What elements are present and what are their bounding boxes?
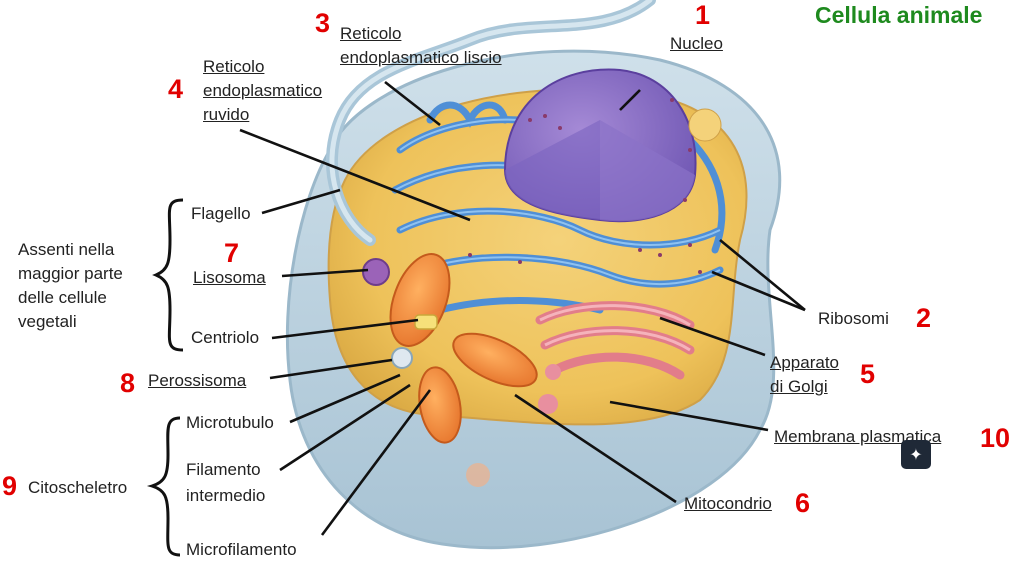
label-filamento-line: Filamento [186, 460, 261, 479]
group-label-line: vegetali [18, 312, 77, 331]
page-title: Cellula animale [815, 2, 983, 28]
label-centriolo: Centriolo [191, 328, 260, 347]
number-ribosomi: 2 [916, 303, 932, 333]
label-microtubulo: Microtubulo [186, 413, 274, 432]
mitochondrion [452, 332, 538, 388]
leader-lines [239, 80, 806, 536]
number-rel: 3 [315, 8, 331, 38]
brace-cytoskeleton [146, 416, 181, 557]
label-rel-line: Reticolo [340, 24, 402, 43]
number-nucleo: 1 [695, 0, 711, 30]
group-label-line: delle cellule [18, 288, 107, 307]
label-rel-line: endoplasmatico liscio [340, 48, 502, 67]
label-flagello: Flagello [191, 204, 251, 223]
label-lisosoma: Lisosoma [193, 268, 266, 287]
brace-absent [152, 198, 184, 352]
label-mitocondrio: Mitocondrio [684, 494, 772, 513]
number-membrana: 10 [980, 423, 1011, 453]
ribosomes [468, 98, 702, 274]
label-filamento-line: intermedio [186, 486, 266, 505]
group-label-line: Assenti nella [18, 240, 115, 259]
centriole [414, 314, 438, 330]
label-golgi-line: Apparato [770, 353, 839, 372]
label-rer-line: ruvido [203, 105, 250, 124]
number-lisosoma: 7 [224, 238, 240, 268]
mitochondrion [418, 366, 462, 444]
sparkle-icon[interactable]: ✦ [901, 440, 931, 469]
peroxisome [391, 347, 413, 369]
label-rer-line: Reticolo [203, 57, 265, 76]
lysosome [362, 258, 390, 286]
label-rer-line: endoplasmatico [203, 81, 323, 100]
label-citoscheletro: Citoscheletro [28, 478, 128, 497]
label-microfilamento: Microfilamento [186, 540, 297, 559]
label-perossisoma: Perossisoma [148, 371, 247, 390]
number-perossisoma: 8 [120, 368, 136, 398]
number-citoscheletro: 9 [2, 471, 18, 501]
number-mitocondrio: 6 [795, 488, 811, 518]
label-nucleo: Nucleo [670, 34, 723, 53]
label-golgi-line: di Golgi [770, 377, 828, 396]
group-label-line: maggior parte [18, 264, 123, 283]
number-rer: 4 [168, 74, 184, 104]
label-membrana: Membrana plasmatica [774, 427, 942, 446]
number-golgi: 5 [860, 359, 876, 389]
label-ribosomi: Ribosomi [818, 309, 889, 328]
